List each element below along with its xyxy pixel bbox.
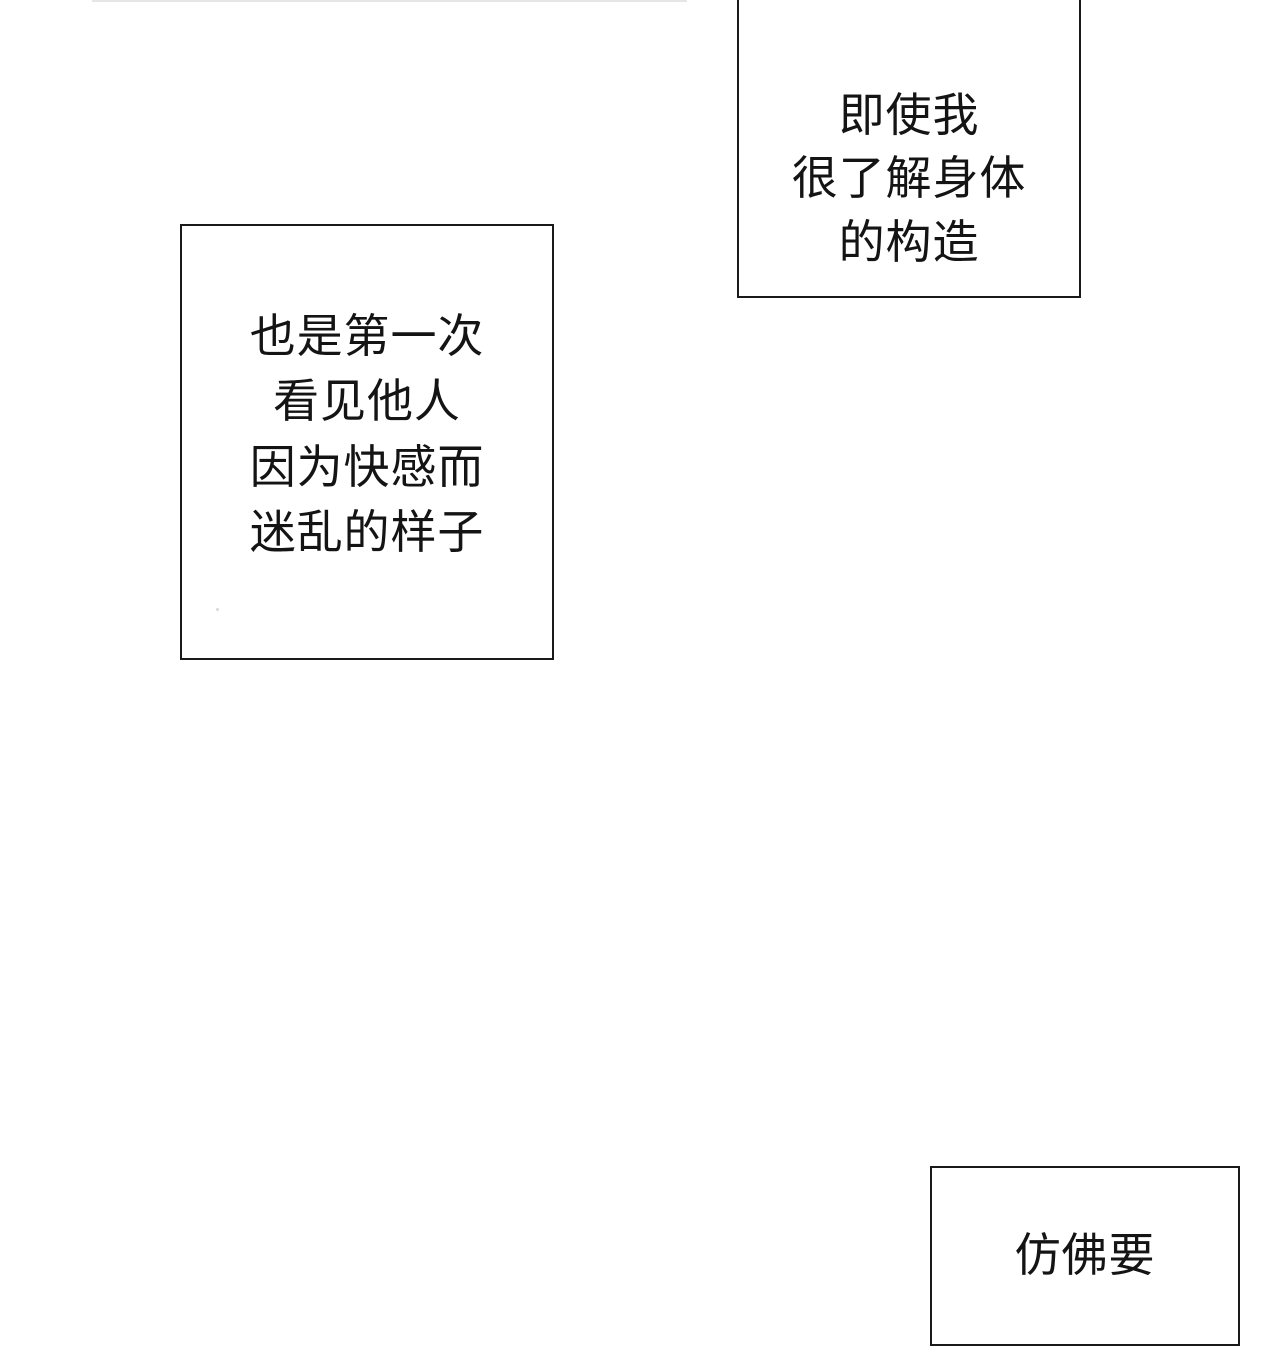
- dust-speck: [216, 608, 219, 611]
- dialogue-text-left: 也是第一次 看见他人 因为快感而 迷乱的样子: [249, 310, 485, 558]
- dialogue-panel-top-right: 即使我 很了解身体 的构造: [737, 0, 1081, 298]
- dialogue-panel-left: 也是第一次 看见他人 因为快感而 迷乱的样子: [180, 224, 554, 660]
- dialogue-text-top-right: 即使我 很了解身体 的构造: [791, 88, 1027, 268]
- dialogue-text-bottom-right: 仿佛要: [1014, 1229, 1156, 1281]
- panel-edge-top-left: [92, 0, 687, 2]
- comic-page: 即使我 很了解身体 的构造 也是第一次 看见他人 因为快感而 迷乱的样子 仿佛要: [92, 0, 1240, 1346]
- dialogue-panel-bottom-right: 仿佛要: [930, 1166, 1240, 1346]
